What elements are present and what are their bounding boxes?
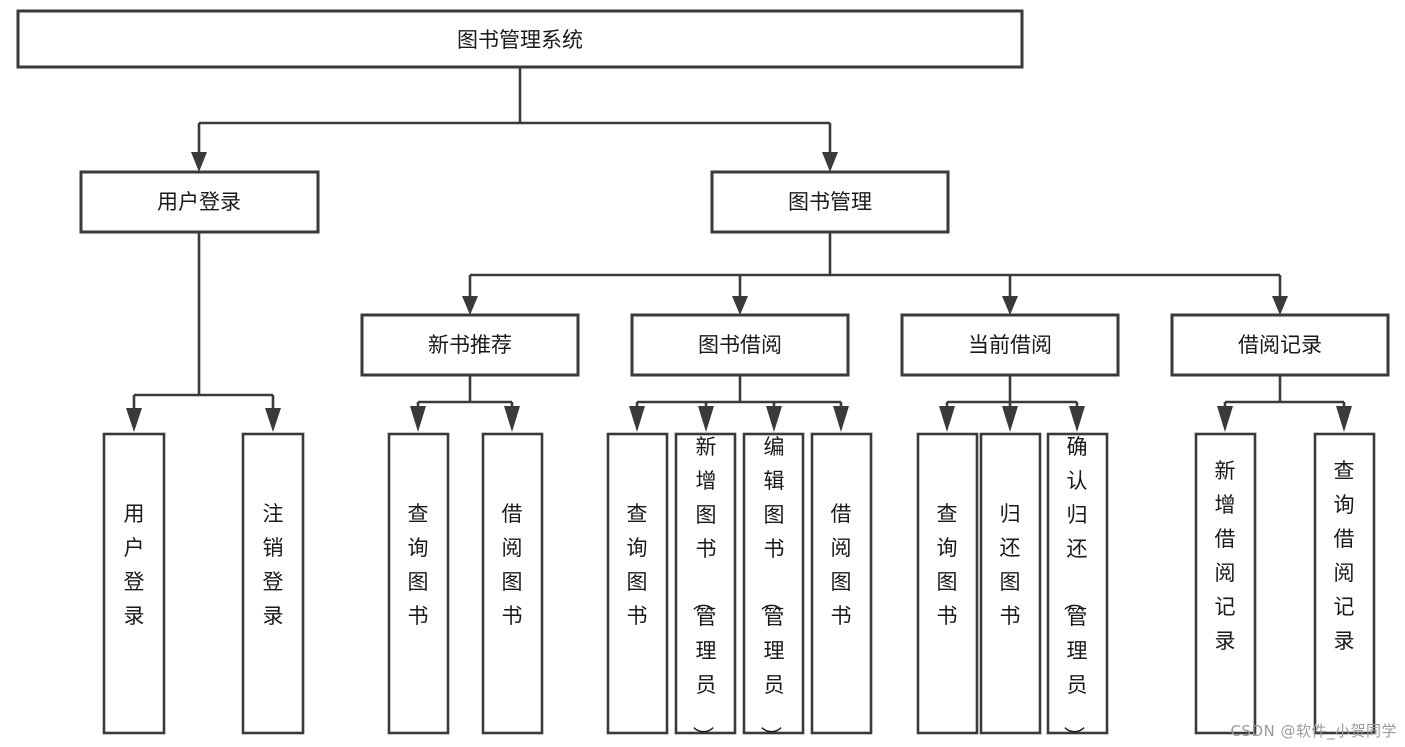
leaf-book-borrow-2-box[interactable] [674, 432, 737, 735]
arrowhead-leaf-cb-1 [939, 406, 955, 432]
node-current-borrow[interactable]: 当前借阅 [900, 313, 1120, 377]
arrowhead-new-book [462, 296, 478, 315]
leaf-node[interactable]: 借阅图书 [810, 432, 873, 735]
leaf-node[interactable]: 新增图书（管理员） [674, 432, 737, 747]
leaf-node[interactable]: 查询借阅记录 [1313, 432, 1376, 735]
leaf-book-borrow-3-box[interactable] [742, 432, 805, 735]
leaf-user-login-1-label: 用户登录 [124, 502, 145, 628]
leaf-borrow-record-1-box[interactable] [1194, 432, 1257, 735]
leaf-borrow-record-2-box[interactable] [1313, 432, 1376, 735]
leaf-user-login-2-box[interactable] [241, 432, 305, 735]
node-user-login[interactable]: 用户登录 [79, 170, 320, 234]
node-book-borrow-label: 图书借阅 [698, 333, 782, 357]
leaf-node[interactable]: 确认归还（管理员） [1046, 432, 1109, 747]
leaf-node[interactable]: 新增借阅记录 [1194, 432, 1257, 735]
node-user-login-label: 用户登录 [157, 190, 241, 214]
leaf-book-borrow-4-box[interactable] [810, 432, 873, 735]
node-root-label: 图书管理系统 [457, 28, 583, 52]
node-new-book-recommend-box[interactable] [360, 313, 580, 377]
leaf-book-borrow-1-box[interactable] [606, 432, 669, 735]
arrowhead-leaf-user-login-2 [265, 408, 281, 432]
arrowhead-leaf-bb-4 [833, 406, 849, 432]
node-new-book-recommend[interactable]: 新书推荐 [360, 313, 580, 377]
leaf-node[interactable]: 查询图书 [916, 432, 979, 735]
leaf-book-borrow-2-label: 新增图书（管理员） [691, 435, 717, 747]
arrowhead-book-borrow [732, 296, 748, 315]
leaf-new-book-2-box[interactable] [481, 432, 544, 735]
arrowhead-leaf-cb-3 [1069, 406, 1085, 432]
node-current-borrow-label: 当前借阅 [968, 333, 1052, 357]
leaf-book-borrow-3-label: 编辑图书（管理员） [759, 435, 785, 747]
arrowhead-leaf-bb-1 [629, 406, 645, 432]
arrowhead-leaf-nb-2 [504, 406, 520, 432]
leaf-node[interactable]: 归还图书 [979, 432, 1042, 735]
node-new-book-recommend-label: 新书推荐 [428, 333, 512, 357]
arrowhead-borrow-record [1272, 296, 1288, 315]
leaf-node[interactable]: 编辑图书（管理员） [742, 432, 805, 747]
node-borrow-record[interactable]: 借阅记录 [1170, 313, 1390, 377]
arrowhead-leaf-bb-2 [698, 406, 714, 432]
arrowhead-leaf-br-2 [1336, 406, 1352, 432]
node-book-borrow[interactable]: 图书借阅 [630, 313, 850, 377]
node-user-login-box[interactable] [79, 170, 320, 234]
arrowhead-leaf-user-login-1 [126, 408, 142, 432]
arrowhead-current-borrow [1002, 296, 1018, 315]
arrowhead-leaf-cb-2 [1002, 406, 1018, 432]
node-book-manage-label: 图书管理 [788, 190, 872, 214]
leaf-new-book-2-label: 借阅图书 [502, 502, 523, 628]
leaf-current-borrow-1-box[interactable] [916, 432, 979, 735]
leaf-current-borrow-1-label: 查询图书 [937, 502, 958, 628]
leaf-user-login-2-label: 注销登录 [263, 502, 284, 628]
leaf-book-borrow-4-label: 借阅图书 [831, 502, 852, 628]
edge-layer [126, 68, 1352, 432]
arrowhead-user-login [191, 152, 207, 172]
node-book-manage[interactable]: 图书管理 [710, 170, 950, 234]
leaf-current-borrow-3-label: 确认归还（管理员） [1062, 435, 1088, 747]
node-current-borrow-box[interactable] [900, 313, 1120, 377]
leaf-node[interactable]: 查询图书 [606, 432, 669, 735]
arrowhead-book-manage [822, 152, 838, 172]
node-borrow-record-box[interactable] [1170, 313, 1390, 377]
arrowhead-leaf-bb-3 [766, 406, 782, 432]
leaf-node[interactable]: 用户登录 [102, 432, 166, 735]
arrowhead-leaf-nb-1 [410, 406, 426, 432]
leaf-new-book-1-label: 查询图书 [408, 502, 429, 628]
arrowhead-leaf-br-1 [1217, 406, 1233, 432]
leaf-current-borrow-3-box[interactable] [1046, 432, 1109, 735]
csdn-watermark: CSDN @软件_小贺同学 [1230, 722, 1397, 740]
node-book-manage-box[interactable] [710, 170, 950, 234]
leaf-node[interactable]: 注销登录 [241, 432, 305, 735]
leaf-user-login-1-box[interactable] [102, 432, 166, 735]
node-borrow-record-label: 借阅记录 [1238, 333, 1322, 357]
leaf-book-borrow-1-label: 查询图书 [627, 502, 648, 628]
leaf-current-borrow-2-box[interactable] [979, 432, 1042, 735]
leaf-current-borrow-2-label: 归还图书 [1000, 502, 1021, 628]
leaf-new-book-1-box[interactable] [387, 432, 450, 735]
node-root[interactable]: 图书管理系统 [16, 9, 1024, 69]
leaf-node[interactable]: 借阅图书 [481, 432, 544, 735]
node-book-borrow-box[interactable] [630, 313, 850, 377]
node-root-box[interactable] [16, 9, 1024, 69]
leaf-borrow-record-2-label: 查询借阅记录 [1334, 459, 1355, 653]
leaf-node[interactable]: 查询图书 [387, 432, 450, 735]
leaf-borrow-record-1-label: 新增借阅记录 [1215, 459, 1236, 653]
